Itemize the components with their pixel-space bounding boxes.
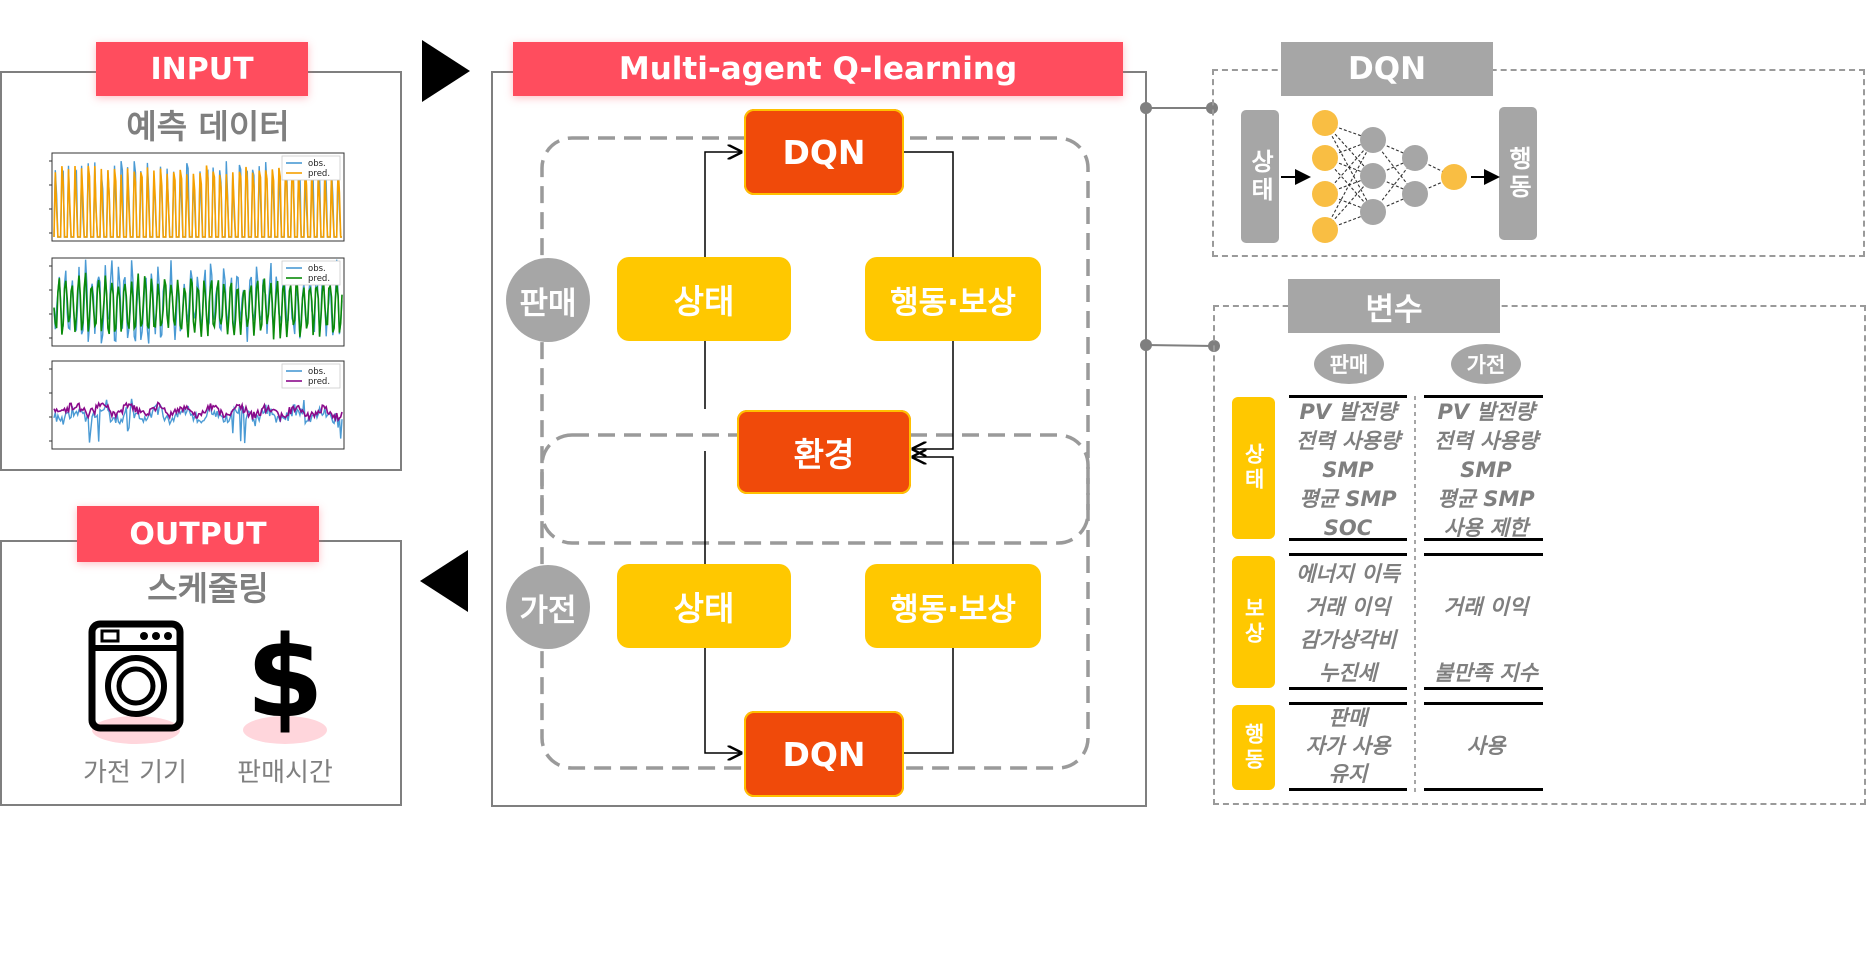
plot-legend: obs.pred. <box>281 260 341 286</box>
state-sell-vars: PV 발전량 전력 사용량 SMP 평균 SMP SOC <box>1296 400 1400 540</box>
pred-series-line <box>53 401 343 423</box>
legend-label: obs. <box>308 264 326 274</box>
obs-series-line <box>53 259 343 344</box>
q-learning-title: Multi-agent Q-learning <box>513 42 1123 96</box>
nn-node <box>1360 199 1386 225</box>
plot-legend: obs.pred. <box>281 363 341 389</box>
input-subtitle: 예측 데이터 <box>126 107 290 146</box>
environment-box: 환경 <box>737 410 911 494</box>
dqn-panel <box>1212 69 1865 257</box>
dqn-top-box: DQN <box>744 109 904 195</box>
rule <box>1424 702 1543 705</box>
rule <box>1289 687 1407 690</box>
legend-label: pred. <box>308 377 330 387</box>
plot-legend: obs.pred. <box>281 155 341 181</box>
nn-node <box>1360 127 1386 153</box>
action-appliance-vars: 사용 <box>1466 734 1506 758</box>
output-subtitle: 스케줄링 <box>147 569 269 608</box>
reward-appliance-vars: 거래 이익 불만족 지수 <box>1434 595 1538 685</box>
rule <box>1289 553 1407 556</box>
row-reward-label: 보상 <box>1232 556 1275 688</box>
dqn-input-state-bar: 상태 <box>1241 110 1279 243</box>
dqn-output-label: 행동 <box>1504 145 1532 202</box>
left-arrow-icon <box>420 550 468 612</box>
sell-state-box: 상태 <box>617 257 791 341</box>
agent-appliance-badge: 가전 <box>506 565 590 649</box>
nn-node <box>1312 217 1338 243</box>
legend-label: obs. <box>308 159 326 169</box>
row-state-label: 상태 <box>1232 397 1275 539</box>
dollar-icon: $ <box>243 618 327 744</box>
rule <box>1424 395 1543 398</box>
nn-node <box>1312 110 1338 136</box>
plot-2: obs.pred. <box>49 257 345 347</box>
legend-label: pred. <box>308 274 330 284</box>
column-sell: 판매 <box>1314 344 1384 384</box>
sell-action-reward-box: 행동·보상 <box>865 257 1041 341</box>
reward-sell-vars: 에너지 이득 거래 이익 감가상각비 누진세 <box>1296 562 1400 685</box>
nn-node <box>1402 145 1428 171</box>
variables-panel <box>1213 305 1866 805</box>
washing-machine-icon <box>88 620 184 744</box>
plot-3: obs.pred. <box>49 360 345 450</box>
nn-node <box>1312 181 1338 207</box>
action-sell-vars: 판매 자가 사용 유지 <box>1305 706 1391 786</box>
variables-title: 변수 <box>1288 279 1500 333</box>
dqn-output-action-bar: 행동 <box>1499 107 1537 240</box>
appliance-action-reward-box: 행동·보상 <box>865 564 1041 648</box>
right-arrow-icon <box>422 40 470 102</box>
nn-node <box>1312 145 1338 171</box>
column-divider <box>1414 396 1416 792</box>
row-action-label: 행동 <box>1232 705 1275 790</box>
rule <box>1289 395 1407 398</box>
legend-label: obs. <box>308 367 326 377</box>
input-title: INPUT <box>96 42 308 96</box>
neural-network-diagram <box>1281 110 1500 243</box>
agent-sell-badge: 판매 <box>506 258 590 342</box>
appliance-state-box: 상태 <box>617 564 791 648</box>
nn-node <box>1441 164 1467 190</box>
rule <box>1289 702 1407 705</box>
output-title: OUTPUT <box>77 506 319 562</box>
sell-time-label: 판매시간 <box>237 758 333 788</box>
rule <box>1424 788 1543 791</box>
svg-text:$: $ <box>246 618 324 743</box>
pred-series-line <box>53 165 342 238</box>
nn-node <box>1402 181 1428 207</box>
nn-node <box>1360 163 1386 189</box>
state-appliance-vars: PV 발전량 전력 사용량 SMP 평균 SMP 사용 제한 <box>1434 400 1538 540</box>
plot-1: obs.pred. <box>49 152 345 242</box>
rule <box>1424 538 1543 541</box>
rule <box>1289 788 1407 791</box>
rule <box>1424 553 1543 556</box>
column-appliance: 가전 <box>1451 344 1521 384</box>
forecast-plots: obs.pred. obs.pred. obs.pred. <box>49 152 345 450</box>
nn-edge <box>1324 139 1374 231</box>
legend-label: pred. <box>308 169 330 179</box>
obs-series-line <box>53 398 343 444</box>
dqn-panel-title: DQN <box>1281 42 1493 96</box>
rule <box>1424 687 1543 690</box>
dqn-bottom-box: DQN <box>744 711 904 797</box>
dqn-input-label: 상태 <box>1246 148 1274 205</box>
pred-series-line <box>53 272 343 340</box>
appliance-label: 가전 기기 <box>83 758 187 788</box>
rule <box>1289 538 1407 541</box>
